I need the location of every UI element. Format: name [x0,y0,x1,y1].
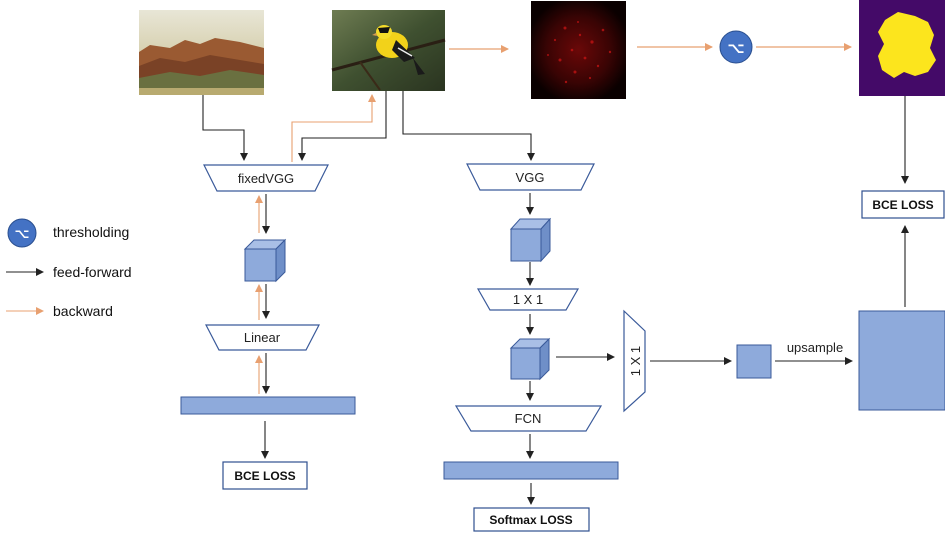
conv1x1-right-block: 1 X 1 [623,309,646,413]
upsample-label: upsample [787,340,843,355]
legend-backward-label: backward [53,303,113,319]
low-res-map [736,344,772,379]
fixedvgg-label: fixedVGG [238,171,294,186]
output-vector-middle [443,461,619,480]
linear-block: Linear [205,324,320,351]
legend: ⌥ thresholding feed-forward backward [6,218,132,319]
conv1x1-right-label: 1 X 1 [628,346,643,376]
conv1x1-middle-label: 1 X 1 [513,292,543,307]
legend-threshold-icon: ⌥ [15,227,30,242]
conv1x1-middle-block: 1 X 1 [476,288,580,311]
linear-label: Linear [244,330,281,345]
vgg-block: VGG [466,163,595,191]
legend-threshold-symbol [7,218,37,248]
binary-mask [859,0,945,96]
bce-loss-left-label: BCE LOSS [234,469,295,483]
arrow-landscape-to-fixedvgg [202,95,248,161]
landscape-image [139,10,264,95]
fcn-block: FCN [454,405,603,432]
arrow-fixedvgg-backward-to-bird [291,94,376,162]
legend-feed-forward-label: feed-forward [53,264,132,280]
arrow-bird-to-fixedvgg [298,91,387,161]
fixedvgg-block: fixedVGG [203,164,329,192]
softmax-loss-box: Softmax LOSS [473,507,590,532]
feature-cube-left [243,238,287,283]
bce-loss-left-box: BCE LOSS [222,461,308,490]
feature-cube-middle-2 [509,337,551,381]
bird-image [331,10,446,91]
upsampled-map [858,310,945,411]
threshold-icon: ⌥ [727,39,744,57]
bce-loss-right-box: BCE LOSS [861,190,945,219]
saliency-heatmap [531,1,626,99]
output-vector-left [180,396,356,415]
legend-thresholding-label: thresholding [53,224,129,240]
vgg-label: VGG [516,170,545,185]
arrow-bird-to-vgg [402,91,535,161]
feature-cube-middle [509,217,552,263]
softmax-loss-label: Softmax LOSS [489,513,572,527]
threshold-node: ⌥ [719,30,753,64]
fcn-label: FCN [515,411,542,426]
bce-loss-right-label: BCE LOSS [872,198,933,212]
